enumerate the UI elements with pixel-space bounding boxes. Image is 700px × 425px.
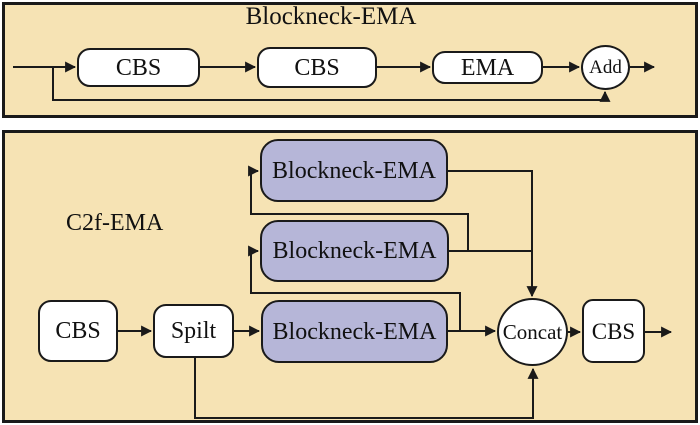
add-node: Add — [581, 45, 630, 90]
blockneck-ema-block-3: Blockneck-EMA — [261, 300, 448, 363]
cbs-output-node: CBS — [582, 299, 645, 363]
cbs-node-1: CBS — [77, 48, 200, 87]
c2f-ema-label: C2f-EMA — [66, 210, 164, 236]
blockneck-ema-block-2: Blockneck-EMA — [260, 220, 449, 282]
ema-node: EMA — [432, 51, 543, 84]
split-node: Spilt — [153, 304, 234, 358]
cbs-input-node: CBS — [38, 300, 118, 362]
concat-node: Concat — [497, 298, 568, 366]
blockneck-ema-title: Blockneck-EMA — [245, 3, 417, 30]
blockneck-ema-block-1: Blockneck-EMA — [260, 139, 448, 202]
cbs-node-2: CBS — [257, 47, 377, 88]
